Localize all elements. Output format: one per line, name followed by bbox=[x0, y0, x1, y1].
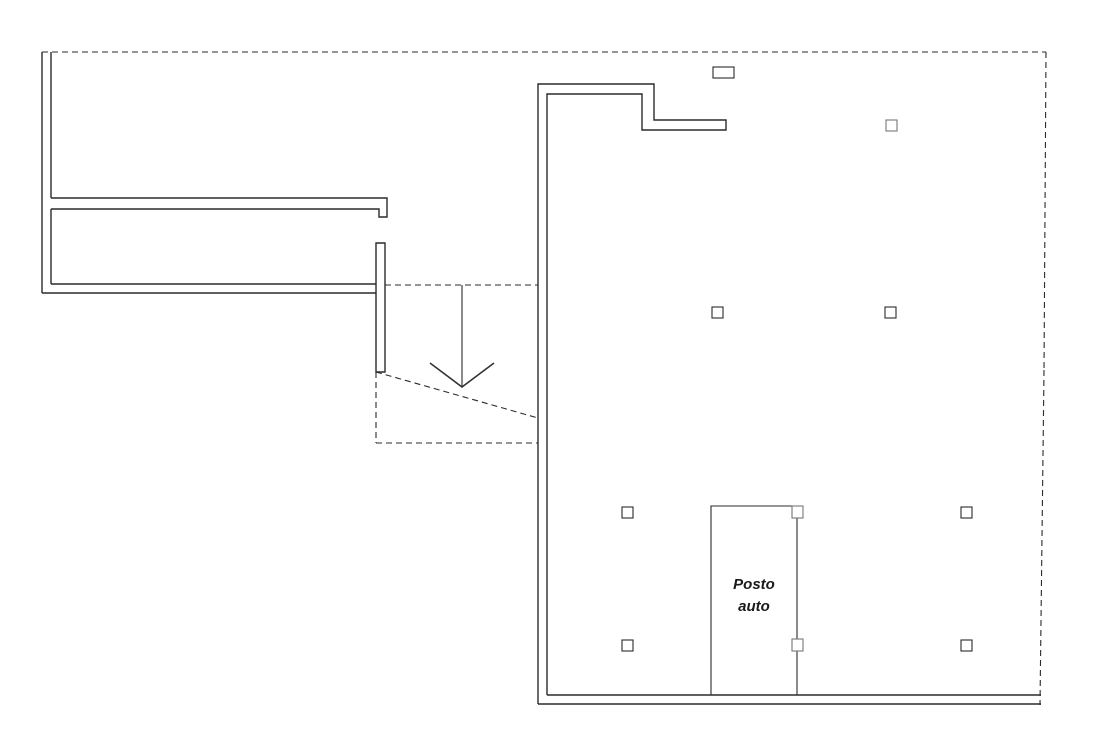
parking-pillar bbox=[791, 638, 804, 652]
property-boundary bbox=[42, 51, 1047, 706]
left-wing-walls bbox=[41, 52, 388, 373]
garage-walls bbox=[537, 83, 1041, 705]
pillar bbox=[884, 306, 897, 319]
pillar bbox=[621, 506, 634, 519]
ramp-outline bbox=[375, 284, 539, 444]
pillar bbox=[711, 306, 724, 319]
pillar bbox=[960, 506, 973, 519]
direction-arrow-icon bbox=[429, 285, 495, 388]
parking-space-label-line1: Posto bbox=[733, 576, 775, 593]
pillar bbox=[621, 639, 634, 652]
pillar bbox=[960, 639, 973, 652]
parking-space[interactable]: Posto auto bbox=[710, 505, 804, 695]
pillars bbox=[621, 119, 973, 652]
top-vent-marker bbox=[712, 66, 735, 79]
parking-pillar bbox=[791, 505, 804, 519]
parking-space-label-line2: auto bbox=[738, 598, 770, 615]
pillar bbox=[885, 119, 898, 132]
